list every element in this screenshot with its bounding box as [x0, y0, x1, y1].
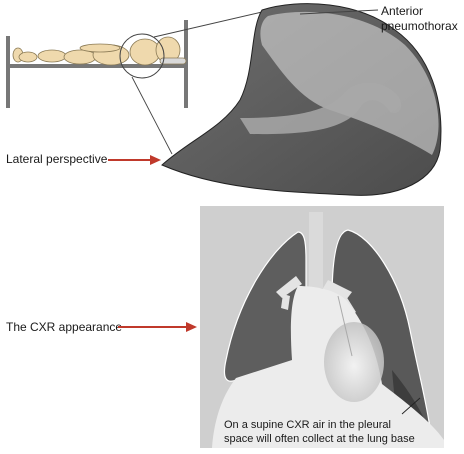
zoom-line-bottom: [131, 76, 173, 155]
note-line2: space will often collect at the lung bas…: [224, 433, 415, 445]
note-leader: [401, 397, 421, 415]
cardiac-border: [337, 295, 353, 357]
cxr-appearance-label: The CXR appearance: [6, 320, 122, 334]
zoom-line-top: [153, 11, 263, 38]
anterior-leader: [299, 9, 379, 15]
note-line1: On a supine CXR air in the pleural: [224, 419, 391, 431]
lung-fissure: [240, 82, 402, 135]
patient-figure: [12, 36, 187, 66]
lateral-lung: [161, 3, 442, 196]
cxr-image: [200, 206, 444, 448]
bronchi: [276, 276, 356, 316]
cxr-arrow: [118, 322, 197, 332]
anterior-label-line1: Anterior: [381, 4, 423, 18]
lateral-arrow: [108, 155, 161, 165]
lateral-perspective-label: Lateral perspective: [6, 152, 108, 166]
bed: [6, 20, 188, 108]
heart: [324, 322, 384, 402]
trachea: [309, 212, 323, 288]
anterior-air-pocket: [260, 11, 439, 155]
anterior-label-line2: pneumothorax: [381, 19, 458, 33]
magnify-circle: [119, 33, 165, 79]
